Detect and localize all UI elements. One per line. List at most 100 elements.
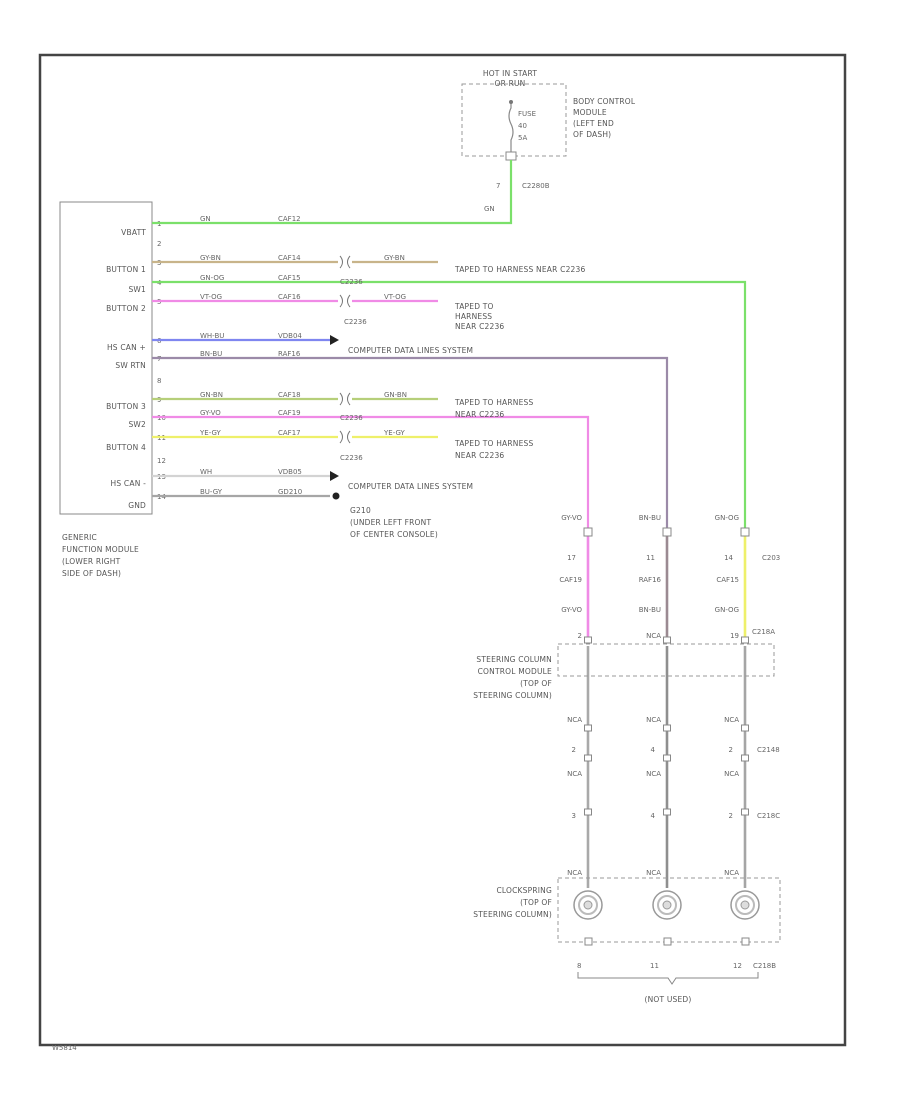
c2148-label: C2148 (757, 746, 780, 754)
wire-circuit: RAF16 (278, 350, 301, 358)
c218b-label: C218B (753, 962, 776, 970)
wire-color-code: WH (200, 468, 212, 476)
arrow-icon-can-minus (330, 471, 339, 481)
wire-color-code-after-connector: GY-BN (384, 254, 405, 262)
c203-connector-left (583, 527, 593, 537)
clockspring-coil-right-icon (730, 890, 760, 920)
vert-c2148-pin: 2 (572, 746, 576, 754)
bcm-label-3: (LEFT END (573, 119, 614, 128)
clockspring-coil-mid-icon (652, 890, 682, 920)
hot-note-2: OR RUN (494, 79, 525, 88)
wire-sw-rtn (152, 356, 669, 528)
gfm-label-4: SIDE OF DASH) (62, 569, 121, 578)
c2280b-color: GN (484, 205, 495, 213)
vert-circuit: CAF15 (716, 576, 739, 584)
diagram-frame (38, 53, 847, 1047)
gfm-pin-name: SW RTN (115, 361, 146, 370)
fuse-number: 40 (518, 122, 527, 130)
note-g210-3: OF CENTER CONSOLE) (350, 530, 438, 539)
ground-icon (332, 492, 340, 500)
wire-circuit: CAF15 (278, 274, 301, 282)
arrow-icon-can-plus (330, 335, 339, 345)
gfm-pin-name: VBATT (121, 228, 146, 237)
sccm-box (557, 643, 775, 677)
note-taped-2c: NEAR C2236 (455, 322, 504, 331)
wire-circuit: CAF14 (278, 254, 301, 262)
bottom-pin-1: 8 (577, 962, 581, 970)
c2280b-connector (505, 151, 517, 161)
sccm-label-4: STEERING COLUMN) (473, 691, 552, 700)
gfm-pin-name: SW2 (128, 420, 146, 429)
wire-color-code: GY-BN (200, 254, 221, 262)
vert-sccm-pin: NCA (646, 632, 661, 640)
wire-color-code: YE-GY (199, 429, 222, 437)
bottom-pin-2: 11 (650, 962, 659, 970)
c2236-connector-4 (339, 430, 351, 444)
inline-connector (663, 724, 671, 732)
fuse-icon (508, 102, 514, 152)
wire-color-code-after-connector: YE-GY (383, 429, 406, 437)
gfm-label-1: GENERIC (62, 533, 97, 542)
inline-connector (663, 636, 671, 644)
vert-circuit: RAF16 (639, 576, 662, 584)
c218b-connector-mid (663, 937, 672, 946)
clockspring-coil-left-icon (573, 890, 603, 920)
not-used-bracket (577, 972, 759, 985)
wire-circuit: CAF18 (278, 391, 301, 399)
vert-nca-2: NCA (567, 770, 582, 778)
note-taped-4b: NEAR C2236 (455, 451, 504, 460)
inline-connector (584, 754, 592, 762)
bcm-label-4: OF DASH) (573, 130, 611, 139)
figure-id: W5814 (52, 1044, 77, 1052)
vert-nca-3: NCA (567, 869, 582, 877)
small-connectors (584, 636, 749, 816)
vert-c2148-pin: 4 (651, 746, 656, 754)
vert-nca-3: NCA (646, 869, 661, 877)
inline-connector (584, 808, 592, 816)
vert-nca-2: NCA (646, 770, 661, 778)
note-taped-1: TAPED TO HARNESS NEAR C2236 (454, 265, 585, 274)
inline-connector (663, 808, 671, 816)
fuse-rating: 5A (518, 134, 527, 142)
inline-connector (741, 636, 749, 644)
vert-circuit: CAF19 (559, 576, 582, 584)
c2236-label-4: C2236 (340, 454, 363, 462)
wire-color-code-after-connector: VT-OG (384, 293, 406, 301)
wire-color-code-after-connector: GN-BN (384, 391, 407, 399)
bcm-box (461, 83, 567, 157)
wire-color-code: WH-BU (200, 332, 224, 340)
note-cdl-2: COMPUTER DATA LINES SYSTEM (348, 482, 473, 491)
right-wire-labels: GY-VO17CAF19GY-VO2NCA2NCA3NCABN-BU11RAF1… (559, 514, 739, 877)
clockspring-label-1: CLOCKSPRING (496, 886, 552, 895)
wire-circuit: CAF12 (278, 215, 301, 223)
gfm-pin-name: HS CAN - (111, 479, 147, 488)
bcm-label-2: MODULE (573, 108, 607, 117)
c2236-connector-3 (339, 392, 351, 406)
fuse-label: FUSE (518, 110, 536, 118)
not-used-label: (NOT USED) (644, 995, 691, 1004)
sccm-label-3: (TOP OF (520, 679, 552, 688)
inline-connector (741, 724, 749, 732)
clockspring-box (557, 877, 781, 943)
wire-circuit: CAF17 (278, 429, 301, 437)
gfm-label-2: FUNCTION MODULE (62, 545, 139, 554)
c2280b-pin: 7 (496, 182, 500, 190)
c2280b-name: C2280B (522, 182, 550, 190)
c218b-connector-right (741, 937, 750, 946)
vert-c218c-pin: 3 (572, 812, 576, 820)
vert-c203-pin: 14 (724, 554, 733, 562)
gfm-pin-name: HS CAN + (107, 343, 146, 352)
wire-sw2 (152, 415, 590, 528)
c2236-label-1: C2236 (340, 278, 363, 286)
wire-circuit: CAF19 (278, 409, 301, 417)
wire-circuit: GD210 (278, 488, 302, 496)
c2236-connector-2 (339, 294, 351, 308)
wire-color-code: GN (200, 215, 211, 223)
wire-color-code: GY-VO (200, 409, 221, 417)
wire-circuit: VDB05 (278, 468, 302, 476)
c2236-connector-1 (339, 255, 351, 269)
vert-nca-1: NCA (646, 716, 661, 724)
sccm-label-1: STEERING COLUMN (476, 655, 552, 664)
gfm-pin-name: BUTTON 2 (106, 304, 146, 313)
